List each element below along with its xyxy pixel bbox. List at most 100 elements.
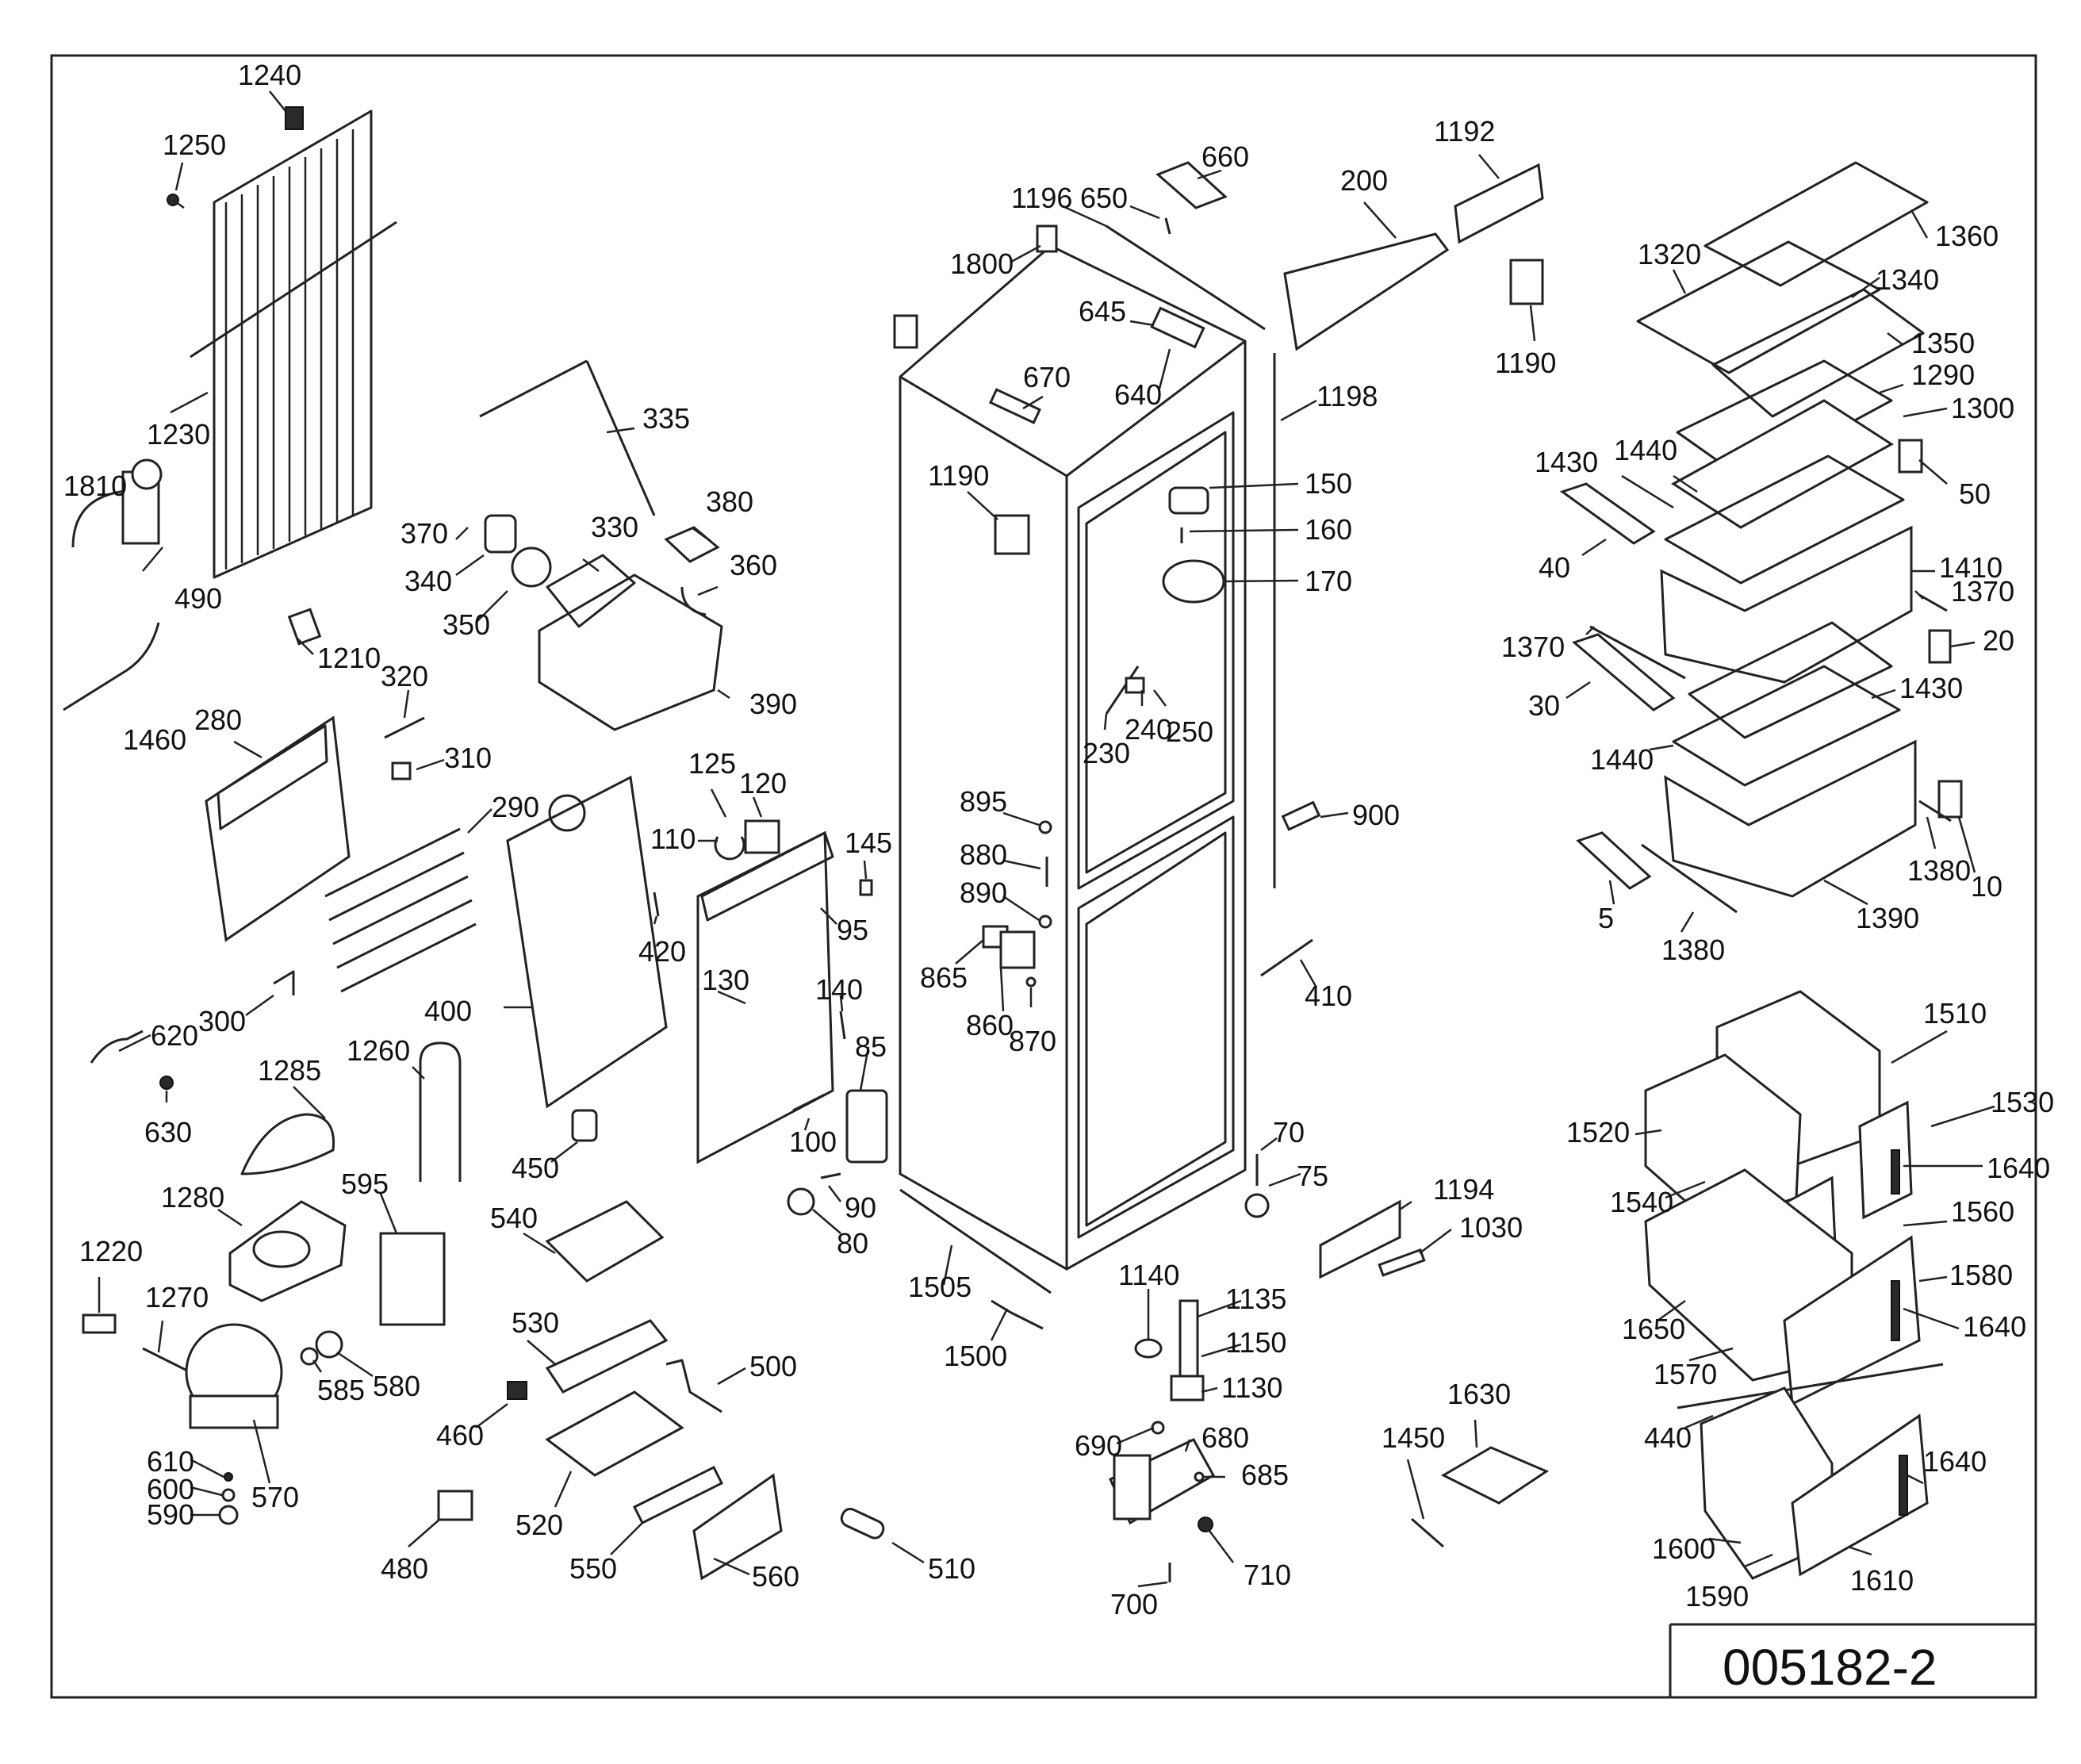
rail-1370-left-part	[1589, 625, 1686, 680]
label-460: 460	[436, 1419, 484, 1451]
sensor-230-part	[1105, 665, 1140, 715]
label-560: 560	[752, 1560, 799, 1593]
label-1460: 1460	[123, 723, 186, 756]
back-panel-part	[506, 775, 668, 1109]
label-640: 640	[1114, 378, 1162, 411]
label-1360: 1360	[1935, 220, 1999, 252]
hinge-bracket-part	[1113, 1454, 1152, 1520]
leader-lines	[98, 90, 1995, 1588]
label-680: 680	[1201, 1421, 1249, 1454]
label-880: 880	[960, 838, 1007, 871]
label-130: 130	[702, 964, 749, 996]
label-230: 230	[1083, 737, 1130, 769]
label-90: 90	[845, 1191, 876, 1224]
label-1630: 1630	[1447, 1378, 1511, 1410]
lamp-holder-150-part	[1168, 486, 1209, 515]
label-610: 610	[147, 1445, 194, 1478]
label-1190-right: 1190	[1495, 347, 1556, 379]
condenser-part	[190, 109, 397, 579]
label-1190-left: 1190	[928, 459, 989, 492]
screw-870-part	[1025, 976, 1037, 987]
valve-cap-part	[131, 458, 163, 490]
washer-895-part	[1038, 820, 1052, 834]
front-1580-part	[1783, 1235, 1921, 1406]
cover-1192-part	[1454, 163, 1544, 244]
bushing-part	[787, 1187, 815, 1216]
clip-240-part	[1125, 677, 1145, 694]
connector-460-part	[507, 1381, 527, 1400]
foot-590-part	[218, 1505, 239, 1525]
inner-panel-top-part	[700, 831, 834, 922]
label-1580: 1580	[1949, 1259, 2013, 1291]
label-5: 5	[1598, 902, 1614, 934]
label-370: 370	[400, 517, 448, 550]
label-660: 660	[1201, 140, 1249, 173]
screw-630-part	[159, 1076, 174, 1090]
label-420: 420	[638, 935, 686, 968]
label-1800: 1800	[950, 247, 1014, 280]
drawer-1390-part	[1664, 739, 1917, 898]
label-1370-left: 1370	[1501, 631, 1565, 663]
label-170: 170	[1305, 565, 1352, 597]
part-labels: 1240 1250 1230 1810 490 1460 1210 335 38…	[63, 59, 2054, 1620]
label-690: 690	[1075, 1429, 1122, 1462]
rod-1270-part	[142, 1347, 191, 1374]
label-590: 590	[147, 1498, 194, 1531]
label-1520: 1520	[1566, 1116, 1630, 1149]
wire-clip-part	[273, 970, 295, 995]
label-1320: 1320	[1638, 238, 1701, 270]
label-1260: 1260	[347, 1034, 410, 1067]
pad-part	[664, 526, 720, 563]
label-650: 650	[1080, 182, 1128, 214]
label-440: 440	[1644, 1421, 1692, 1454]
part-1030	[1378, 1248, 1426, 1277]
fan-bracket-part	[714, 836, 745, 861]
label-1270: 1270	[145, 1281, 209, 1313]
label-390: 390	[749, 688, 797, 720]
label-710: 710	[1244, 1559, 1291, 1591]
rail-1380-right-part	[1918, 800, 1952, 823]
front-1610-part	[1791, 1413, 1929, 1577]
bushing-1130-part	[1170, 1375, 1205, 1402]
label-280: 280	[194, 704, 242, 736]
label-140: 140	[815, 973, 863, 1006]
label-300: 300	[198, 1005, 246, 1037]
pin-1135-part	[1178, 1299, 1199, 1378]
label-630: 630	[144, 1116, 192, 1149]
panel-560-part	[692, 1473, 783, 1581]
pin-410-part	[1260, 938, 1313, 977]
wire-shelf-1360-part	[1704, 161, 1929, 287]
label-340: 340	[404, 565, 452, 597]
screw-650-part	[1164, 217, 1171, 235]
label-1450: 1450	[1382, 1421, 1445, 1454]
cable-part	[680, 586, 707, 616]
label-30: 30	[1528, 689, 1560, 722]
label-40: 40	[1539, 551, 1570, 584]
inner-panel-part	[696, 830, 834, 1164]
insulation-box-hole-part	[252, 1230, 311, 1268]
label-1280: 1280	[161, 1181, 224, 1214]
cover-panel-part	[205, 715, 351, 942]
washer-600-part	[221, 1488, 236, 1502]
part-900	[1281, 800, 1321, 831]
rod-part-2	[585, 360, 656, 516]
screw-710-part	[1198, 1517, 1213, 1532]
wrench-1450-part	[1411, 1517, 1444, 1548]
label-870: 870	[1009, 1025, 1056, 1057]
label-1250: 1250	[163, 128, 226, 161]
label-580: 580	[373, 1370, 420, 1402]
label-80: 80	[837, 1227, 868, 1260]
bracket-1500-part	[991, 1299, 1044, 1330]
label-95: 95	[837, 914, 868, 946]
label-335: 335	[642, 402, 690, 435]
label-890: 890	[960, 876, 1007, 909]
hose-part	[63, 622, 160, 711]
label-85: 85	[855, 1030, 887, 1063]
label-1530: 1530	[1991, 1086, 2054, 1118]
label-500: 500	[749, 1350, 797, 1382]
label-310: 310	[444, 742, 492, 774]
label-380: 380	[706, 485, 753, 518]
label-1810: 1810	[63, 470, 127, 502]
label-290: 290	[492, 791, 539, 823]
label-75: 75	[1297, 1160, 1328, 1192]
